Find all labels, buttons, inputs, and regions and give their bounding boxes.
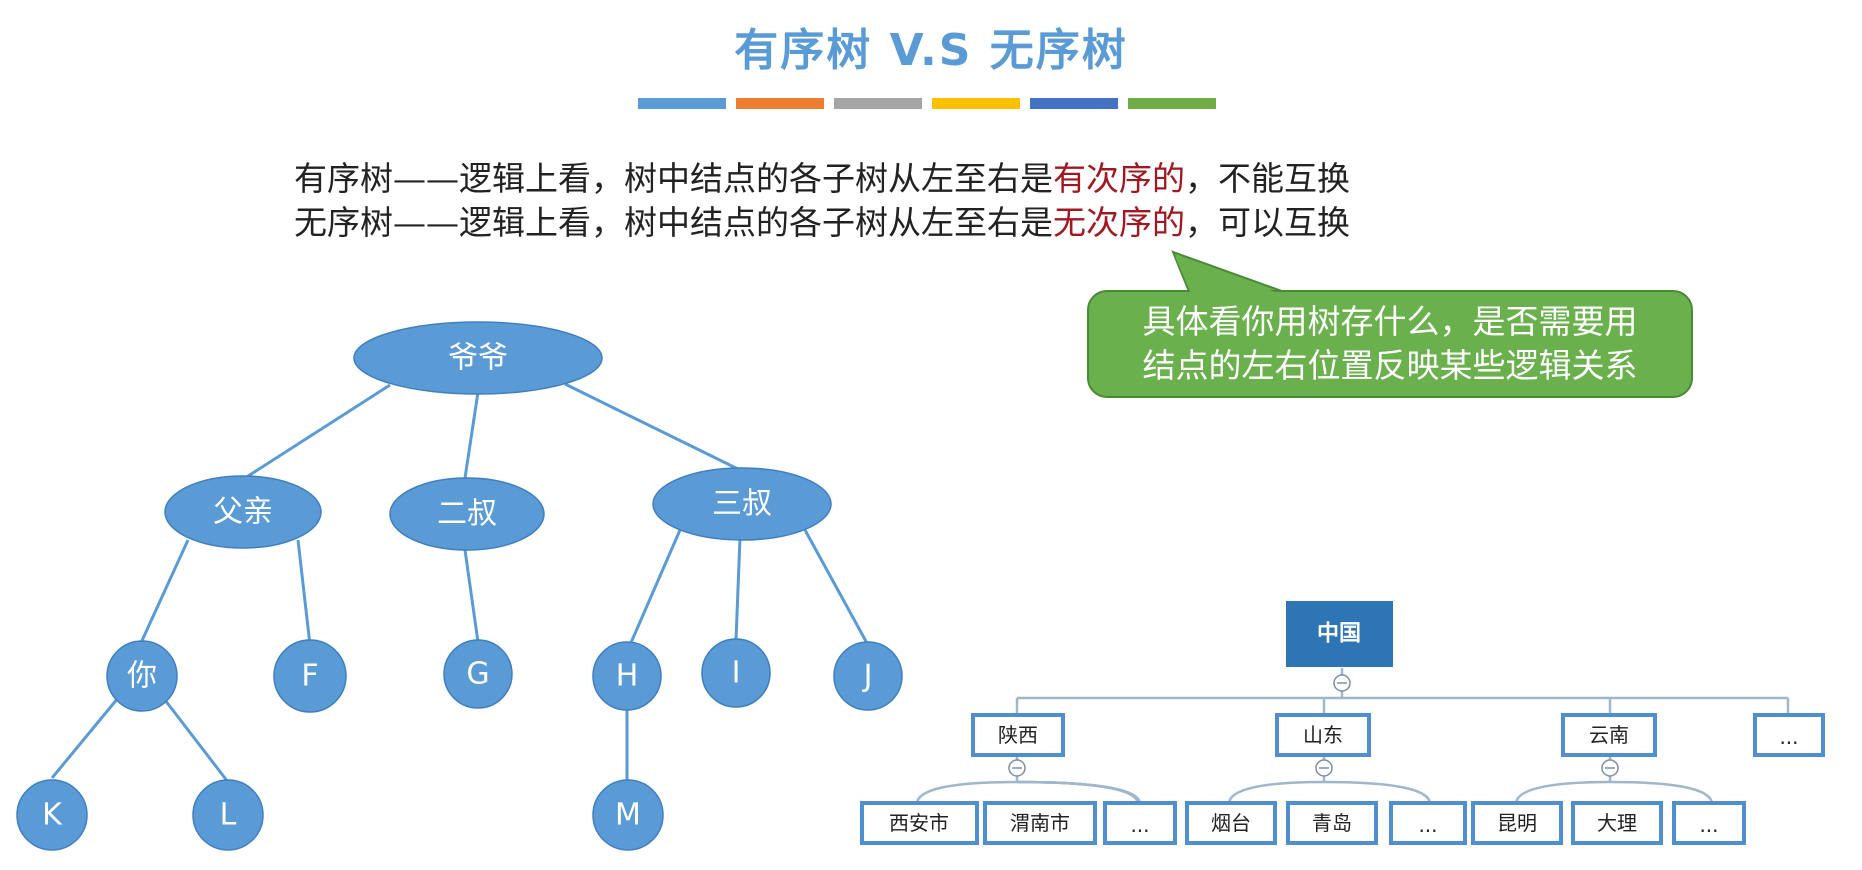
tree-edge (463, 549, 480, 643)
tree-node-l (192, 779, 264, 851)
city-box (1571, 801, 1663, 845)
tree-node-h (592, 641, 662, 711)
city-label: 昆明 (1497, 811, 1537, 835)
city-box (1672, 801, 1746, 845)
city-box (860, 801, 979, 845)
city-box (983, 801, 1097, 845)
tree-node-label: L (220, 798, 237, 833)
color-swatch (834, 98, 922, 109)
city-label: ... (1418, 813, 1437, 837)
city-label: ... (1699, 813, 1718, 837)
tree-node-k (16, 779, 88, 851)
tree-node-i (701, 638, 771, 708)
definition-highlight: 有次序的 (1053, 159, 1185, 198)
color-swatch (638, 98, 726, 109)
tree-edge (734, 537, 742, 641)
tree-edge (50, 697, 120, 779)
city-box (1286, 801, 1378, 845)
ordered-tree-definition: 有序树——逻辑上看，树中结点的各子树从左至右是有次序的，不能互换 (294, 152, 1350, 200)
callout-line: 具体看你用树存什么，是否需要用 (1142, 302, 1638, 341)
tree-node-label: 父亲 (213, 495, 273, 530)
tree-node-uncle3 (652, 467, 832, 541)
page-title: 有序树 V.S 无序树 (734, 25, 1128, 76)
tree-node-uncle2 (389, 477, 545, 551)
city-label: 青岛 (1312, 811, 1352, 835)
tree-node-label: 你 (127, 659, 157, 694)
tree-node-label: H (616, 659, 639, 694)
tree-node-root (353, 321, 603, 395)
province-label: 陕西 (998, 723, 1038, 747)
tree-edge (296, 539, 312, 646)
city-label: 渭南市 (1010, 811, 1070, 835)
definition-text: 有序树——逻辑上看，树中结点的各子树从左至右是 (294, 159, 1053, 198)
city-label: 烟台 (1211, 811, 1251, 835)
tree-edge (163, 699, 230, 783)
tree-node-father (164, 475, 322, 549)
color-swatch (932, 98, 1020, 109)
city-label: 西安市 (889, 811, 949, 835)
city-label: ... (1130, 813, 1149, 837)
tree-edge (244, 383, 391, 480)
province-label: ... (1779, 725, 1798, 749)
tree-edge (564, 382, 741, 472)
province-box (1561, 713, 1657, 757)
tree-node-label: G (466, 657, 489, 692)
city-box (1185, 801, 1277, 845)
tree-node-label: 三叔 (712, 487, 772, 522)
tree-node-label: J (862, 659, 873, 694)
province-box (1753, 713, 1825, 757)
color-swatch (1128, 98, 1216, 109)
province-label: 山东 (1303, 723, 1343, 747)
province-label: 云南 (1589, 723, 1629, 747)
tree-edge (628, 529, 682, 646)
definition-text: ，可以互换 (1185, 203, 1350, 242)
color-swatch (1030, 98, 1118, 109)
tree-node-label: 爷爷 (448, 341, 508, 376)
callout-line: 结点的左右位置反映某些逻辑关系 (1142, 346, 1638, 385)
region-root-box (1286, 601, 1393, 667)
color-swatch (736, 98, 824, 109)
tree-node-m (592, 779, 664, 851)
definition-text: ，不能互换 (1185, 159, 1350, 198)
tree-edge (803, 529, 870, 646)
tree-node-f (273, 639, 347, 713)
tree-node-label: K (42, 798, 63, 833)
tree-node-g (443, 639, 513, 709)
tree-node-label: 二叔 (437, 497, 497, 532)
tree-node-label: I (732, 656, 741, 691)
definition-highlight: 无次序的 (1053, 203, 1185, 242)
tree-edge (138, 539, 190, 646)
tree-node-you (106, 640, 178, 712)
tree-node-label: F (301, 659, 318, 694)
city-box (1471, 801, 1563, 845)
definition-text: 无序树——逻辑上看，树中结点的各子树从左至右是 (294, 203, 1053, 242)
city-label: 大理 (1597, 811, 1637, 835)
city-box (1103, 801, 1177, 845)
region-root-label: 中国 (1317, 622, 1361, 647)
callout-bubble: 具体看你用树存什么，是否需要用 结点的左右位置反映某些逻辑关系 (1087, 290, 1693, 398)
tree-node-j (833, 641, 903, 711)
province-box (971, 713, 1065, 757)
province-box (1275, 713, 1371, 757)
unordered-tree-definition: 无序树——逻辑上看，树中结点的各子树从左至右是无次序的，可以互换 (294, 196, 1350, 244)
tree-node-label: M (615, 798, 641, 833)
tree-edge (463, 391, 480, 479)
city-box (1389, 801, 1467, 845)
